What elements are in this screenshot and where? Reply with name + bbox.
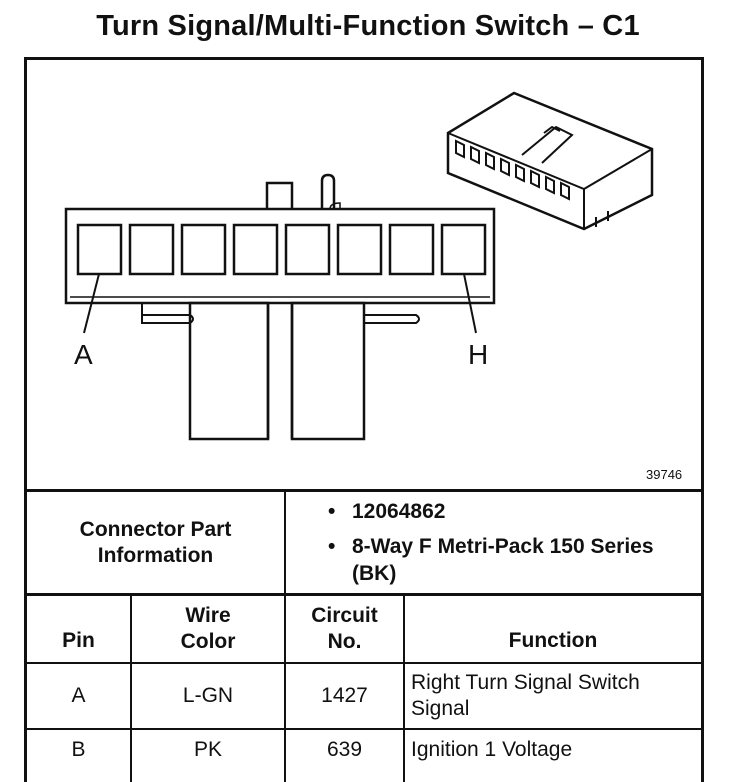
connector-type: 8-Way F Metri-Pack 150 Series (BK) [352,535,654,585]
document-frame [24,57,704,782]
divider [130,595,132,782]
divider [403,595,405,782]
connector-isometric [446,91,654,231]
connector-drawing [64,91,654,441]
pin-label-h: H [468,339,489,370]
connector-info-label: Connector Part Information [79,517,232,567]
connector-diagram: A H 39746 [24,57,704,489]
header-circuit-no: Circuit No. [311,604,378,653]
divider [24,489,704,492]
page-title: Turn Signal/Multi-Function Switch – C1 [96,10,640,42]
header-function: Function [508,629,598,652]
divider [284,489,286,782]
pin-label-a: A [74,339,93,370]
list-item: • 12064862 [328,498,698,525]
bullet-icon: • [328,500,336,523]
row-b-circuit: 639 [326,738,363,761]
row-a-function: Right Turn Signal Switch Signal [411,671,640,720]
header-pin: Pin [62,629,95,652]
row-a-circuit: 1427 [321,684,368,707]
drawing-number: 39746 [646,467,683,482]
divider [24,662,704,664]
row-a-wire-color: L-GN [182,684,234,707]
bullet-icon: • [328,535,336,558]
row-b-pin: B [71,738,86,761]
list-item: • 8-Way F Metri-Pack 150 Series (BK) [328,533,698,587]
connector-info-list: • 12064862 • 8-Way F Metri-Pack 150 Seri… [328,498,698,595]
divider [24,728,704,730]
row-b-wire-color: PK [193,738,222,761]
header-wire-color: Wire Color [180,604,236,653]
row-a-pin: A [71,684,86,707]
divider [24,593,704,596]
part-number: 12064862 [352,500,446,523]
connector-body [64,207,496,305]
row-b-function: Ignition 1 Voltage [411,738,573,761]
